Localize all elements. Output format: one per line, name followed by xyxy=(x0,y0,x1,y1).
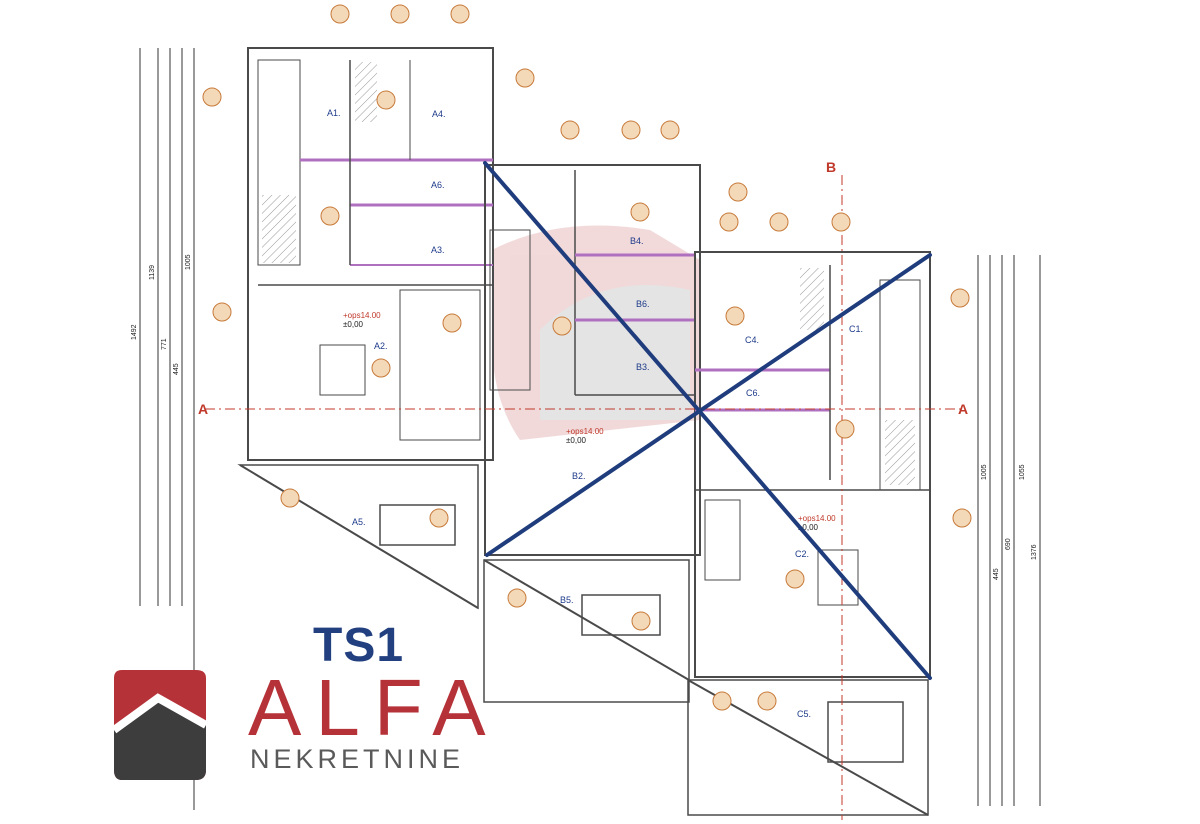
svg-text:A6.: A6. xyxy=(431,180,445,190)
unit-b-outline xyxy=(484,164,701,556)
svg-text:A: A xyxy=(958,401,968,417)
svg-text:+ops14.00: +ops14.00 xyxy=(798,514,836,523)
svg-text:A2.: A2. xyxy=(374,341,388,351)
terrace-a xyxy=(237,464,479,610)
svg-text:1055: 1055 xyxy=(1019,464,1026,480)
svg-text:B: B xyxy=(826,159,836,175)
svg-text:1492: 1492 xyxy=(131,324,138,340)
unit-c-hatch xyxy=(800,268,915,485)
svg-text:1376: 1376 xyxy=(1031,544,1038,560)
room-labels: A1. A4. A6. A3. A2. A5. B4. B6. B3. B2. B5. C1.… xyxy=(327,108,863,719)
svg-text:C4.: C4. xyxy=(745,335,759,345)
svg-text:A3.: A3. xyxy=(431,245,445,255)
terrace-b xyxy=(483,559,690,703)
unit-a-outline xyxy=(247,47,494,461)
brand-subtitle: NEKRETNINE xyxy=(250,744,465,774)
svg-text:C6.: C6. xyxy=(746,388,760,398)
svg-text:+ops14.00: +ops14.00 xyxy=(566,427,604,436)
svg-text:A: A xyxy=(198,401,208,417)
svg-text:A1.: A1. xyxy=(327,108,341,118)
svg-text:B2.: B2. xyxy=(572,471,586,481)
svg-text:445: 445 xyxy=(173,363,180,375)
level-zero: ±0,00 ±0,00 ±0,00 xyxy=(343,320,819,532)
svg-text:B5.: B5. xyxy=(560,595,574,605)
svg-text:±0,00: ±0,00 xyxy=(566,436,587,445)
svg-text:B4.: B4. xyxy=(630,236,644,246)
svg-text:±0,00: ±0,00 xyxy=(343,320,364,329)
svg-text:B3.: B3. xyxy=(636,362,650,372)
dimension-text-right: 1376 1055 1005 690 445 xyxy=(981,464,1038,580)
project-code: TS1 xyxy=(313,619,405,672)
svg-text:1005: 1005 xyxy=(981,464,988,480)
svg-text:445: 445 xyxy=(993,568,1000,580)
svg-text:±0,00: ±0,00 xyxy=(798,523,819,532)
svg-text:C2.: C2. xyxy=(795,549,809,559)
unit-a-hatch xyxy=(262,62,377,263)
room-tag-circles xyxy=(202,4,972,711)
house-roof-cube-icon xyxy=(111,670,208,780)
svg-text:690: 690 xyxy=(1005,538,1012,550)
svg-text:1139: 1139 xyxy=(149,265,156,280)
svg-text:C1.: C1. xyxy=(849,324,863,334)
svg-text:+ops14.00: +ops14.00 xyxy=(343,311,381,320)
svg-text:C5.: C5. xyxy=(797,709,811,719)
section-marks: A A B xyxy=(198,159,968,417)
level-marks: +ops14.00 +ops14.00 +ops14.00 xyxy=(343,311,836,523)
svg-text:B6.: B6. xyxy=(636,299,650,309)
unit-c-outline xyxy=(694,251,931,678)
dimension-lines-right xyxy=(977,255,1041,806)
svg-text:A4.: A4. xyxy=(432,109,446,119)
cross-out-mark xyxy=(483,161,932,680)
svg-text:1005: 1005 xyxy=(185,254,192,270)
watermark-logo xyxy=(492,225,700,440)
svg-text:771: 771 xyxy=(161,338,168,350)
brand-name: ALFA xyxy=(248,663,500,752)
svg-text:A5.: A5. xyxy=(352,517,366,527)
